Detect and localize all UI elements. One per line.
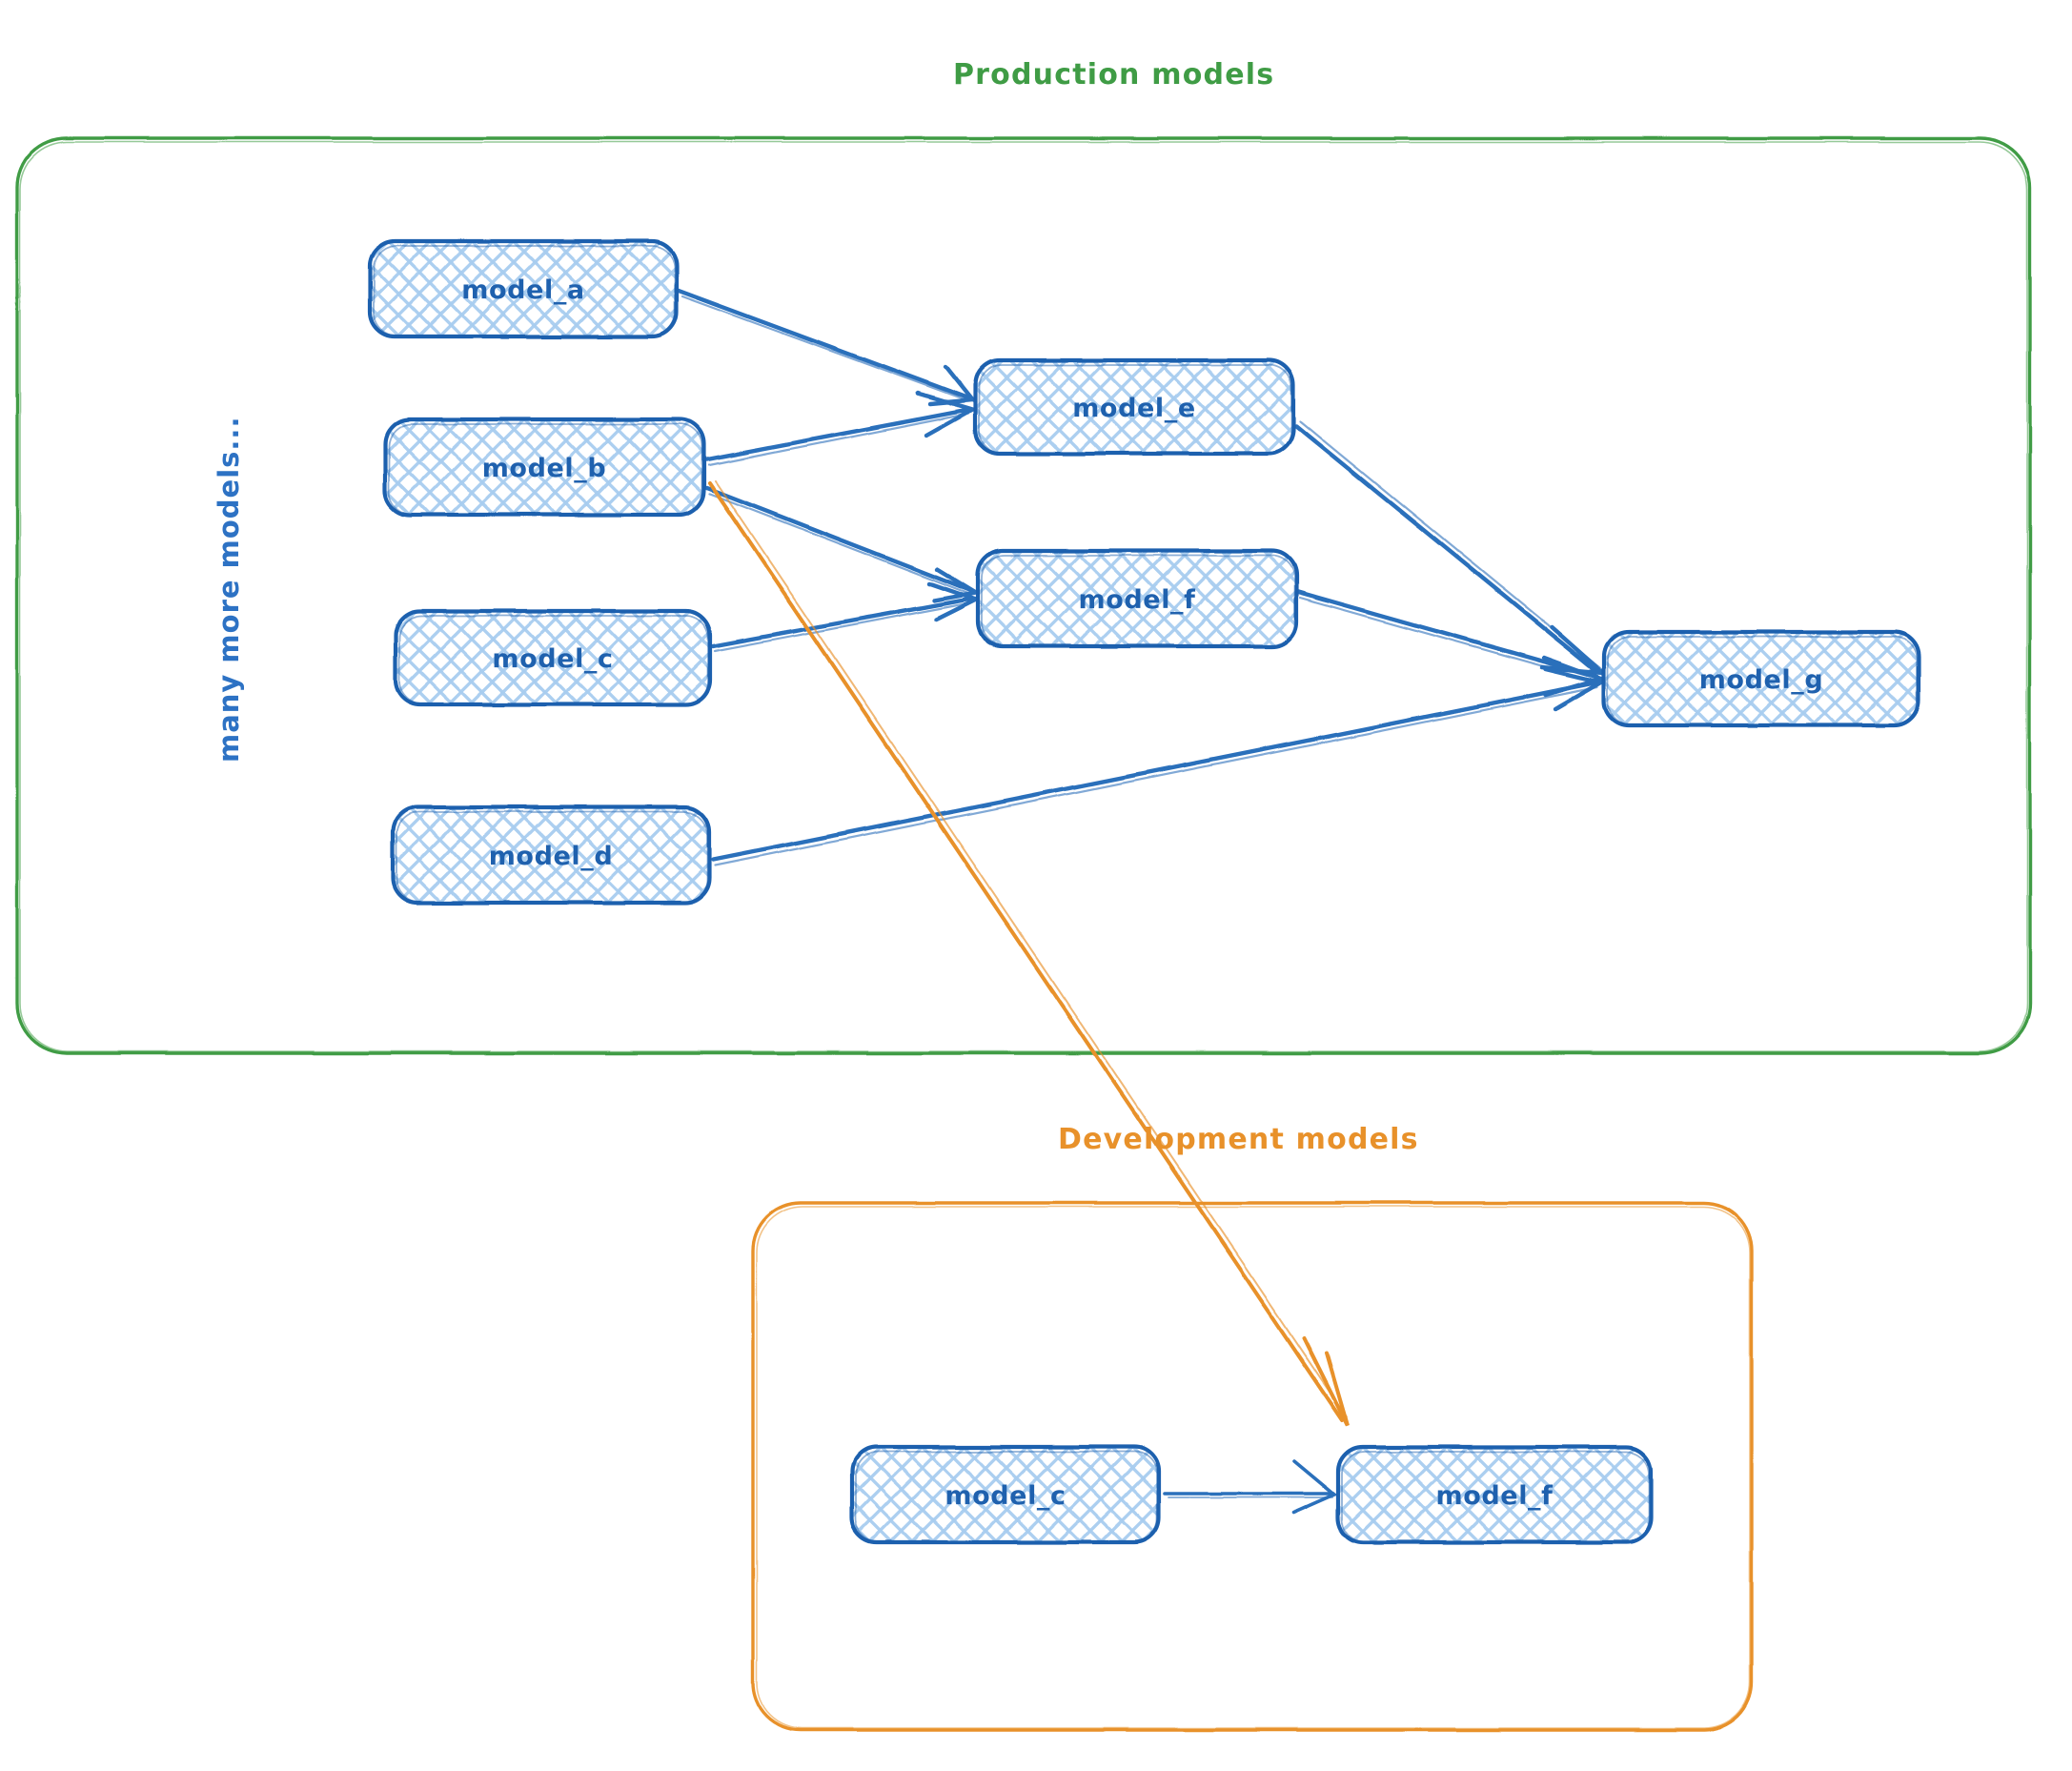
node-prod-model-f[interactable]: model_f	[975, 548, 1299, 649]
node-label: model_b	[482, 454, 607, 483]
development-nodes: model_c model_f	[849, 1444, 1654, 1545]
edge-model-b-to-model-e	[704, 391, 978, 467]
node-prod-model-g[interactable]: model_g	[1601, 629, 1921, 728]
edge-dev-model-c-to-dev-model-f	[1163, 1459, 1338, 1515]
node-dev-model-c[interactable]: model_c	[849, 1444, 1162, 1545]
production-group-title: Production models	[953, 58, 1274, 92]
edge-model-d-to-model-g	[710, 666, 1607, 867]
production-nodes: model_a model_b model_c	[367, 238, 1921, 906]
node-prod-model-c[interactable]: model_c	[393, 608, 713, 707]
node-prod-model-a[interactable]: model_a	[367, 238, 680, 339]
node-label: model_f	[1435, 1481, 1553, 1511]
node-prod-model-e[interactable]: model_e	[972, 357, 1296, 457]
development-group-title: Development models	[1058, 1123, 1419, 1156]
node-label: model_a	[461, 275, 585, 305]
production-group-border	[15, 136, 2032, 1055]
production-edges	[676, 288, 1610, 867]
edge-model-a-to-model-e	[676, 288, 977, 407]
production-group: Production models	[15, 58, 2032, 1055]
node-dev-model-f[interactable]: model_f	[1335, 1444, 1654, 1545]
node-label: model_e	[1072, 394, 1196, 423]
edge-prod-model-b-to-dev-model-f	[708, 480, 1350, 1427]
node-prod-model-b[interactable]: model_b	[382, 417, 707, 518]
many-more-models-note: many more models...	[213, 417, 245, 763]
node-label: model_f	[1078, 585, 1195, 615]
development-group: Development models	[751, 1123, 1754, 1732]
edge-model-c-to-model-f	[710, 580, 982, 653]
node-label: model_c	[945, 1481, 1066, 1511]
node-prod-model-d[interactable]: model_d	[390, 804, 712, 906]
edge-model-f-to-model-g	[1295, 589, 1609, 698]
node-label: model_c	[492, 644, 613, 674]
development-group-border	[751, 1201, 1754, 1732]
node-label: model_d	[489, 842, 614, 871]
node-label: model_g	[1699, 665, 1824, 695]
development-edges	[1163, 1459, 1338, 1515]
